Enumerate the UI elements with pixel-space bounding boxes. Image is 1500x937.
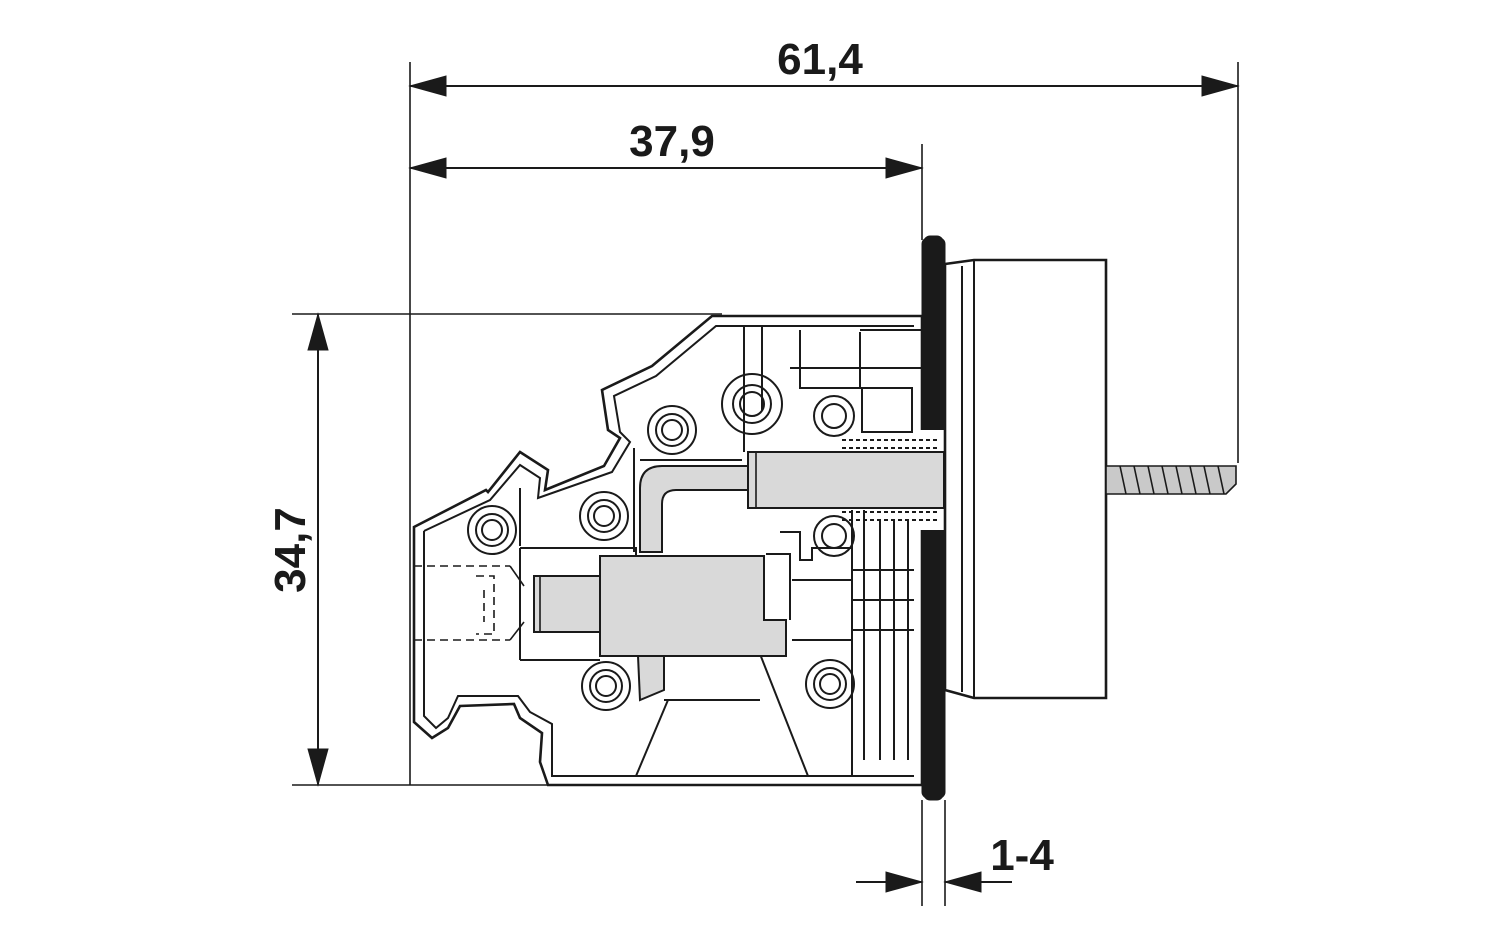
screw-icon (579, 491, 629, 541)
front-panel (920, 235, 947, 801)
screw-icon (647, 405, 697, 455)
rear-housing (943, 258, 1108, 700)
terminal-housing (412, 314, 931, 787)
dimension-panel-thickness: 1-4 (856, 800, 1054, 906)
screw-icon (467, 505, 517, 555)
screw-icon (813, 395, 855, 437)
dimension-front-length: 37,9 (408, 117, 924, 240)
screw-icon (813, 515, 855, 557)
overall-length-label: 61,4 (777, 35, 863, 84)
screw-icon (721, 373, 783, 435)
dimension-height: 34,7 (266, 312, 722, 787)
screw-icon (581, 661, 631, 711)
front-length-label: 37,9 (629, 117, 715, 166)
dimension-overall-length: 61,4 (408, 35, 1240, 785)
screw-holes (467, 373, 855, 711)
actuator-shaft (747, 439, 945, 521)
panel-thickness-label: 1-4 (990, 831, 1054, 880)
screw-icon (805, 659, 855, 709)
threaded-pin (1105, 465, 1237, 495)
height-label: 34,7 (266, 507, 315, 593)
clamp-assembly (414, 465, 791, 702)
